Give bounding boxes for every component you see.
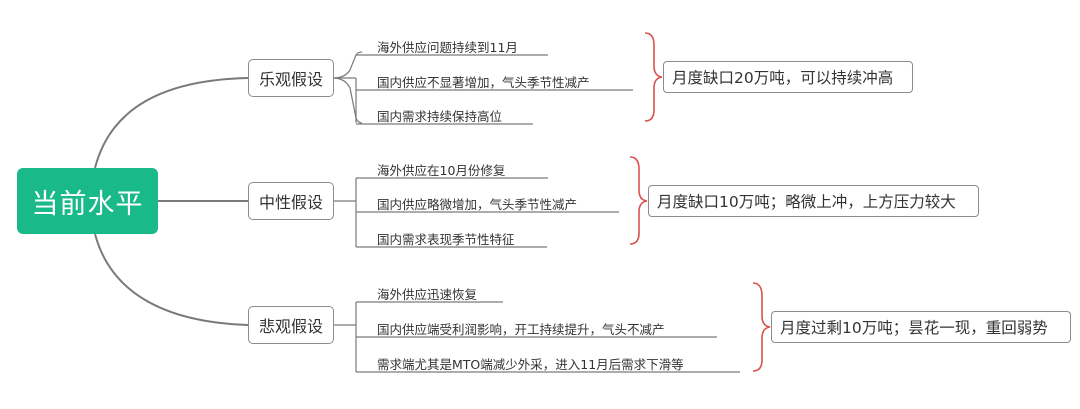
optimistic-item-3[interactable]: 国内需求持续保持高位 [377, 109, 503, 124]
pessimistic-leaf-lines [333, 301, 740, 373]
neutral-brace [629, 156, 648, 245]
optimistic-leaf-lines [332, 51, 633, 125]
optimistic-summary[interactable]: 月度缺口20万吨，可以持续冲高 [663, 61, 913, 93]
branch-pessimistic[interactable]: 悲观假设 [248, 306, 334, 344]
pessimistic-item-2[interactable]: 国内供应端受利润影响，开工持续提升，气头不减产 [377, 322, 665, 337]
optimistic-item-2[interactable]: 国内供应不显著增加，气头季节性减产 [377, 75, 590, 90]
pessimistic-summary[interactable]: 月度过剩10万吨；昙花一现，重回弱势 [771, 311, 1071, 343]
pessimistic-item-3[interactable]: 需求端尤其是MTO端减少外采，进入11月后需求下滑等 [377, 357, 684, 372]
neutral-item-3[interactable]: 国内需求表现季节性特征 [377, 232, 515, 247]
neutral-leaf-lines [333, 177, 619, 248]
branch-neutral[interactable]: 中性假设 [248, 182, 334, 220]
root-to-optimistic-line [94, 77, 249, 169]
root-to-pessimistic-line [94, 233, 249, 326]
neutral-summary[interactable]: 月度缺口10万吨；略微上冲，上方压力较大 [648, 185, 979, 217]
root-node[interactable]: 当前水平 [17, 168, 158, 234]
branch-optimistic[interactable]: 乐观假设 [248, 59, 334, 97]
optimistic-brace [644, 32, 663, 122]
optimistic-item-1[interactable]: 海外供应问题持续到11月 [377, 40, 518, 55]
pessimistic-brace [752, 282, 771, 372]
pessimistic-item-1[interactable]: 海外供应迅速恢复 [377, 287, 478, 302]
neutral-item-2[interactable]: 国内供应略微增加，气头季节性减产 [377, 197, 578, 212]
neutral-item-1[interactable]: 海外供应在10月份修复 [377, 163, 506, 178]
